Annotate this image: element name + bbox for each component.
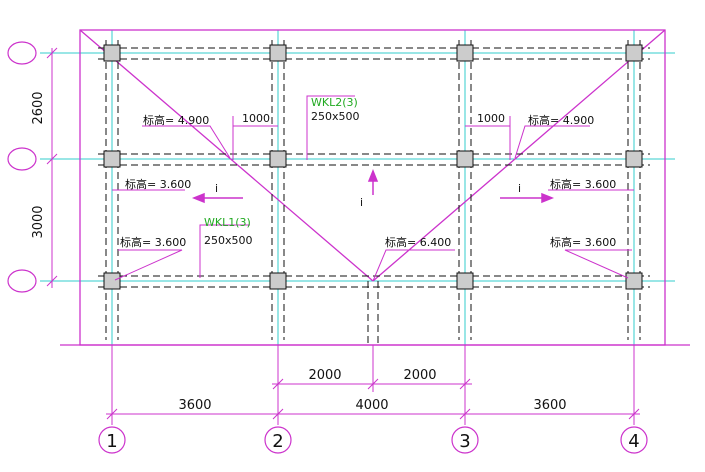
row-axis-circle-c: [7, 269, 37, 293]
slope-arrow-right-head: [541, 192, 555, 204]
axis-circle-3: [451, 426, 479, 454]
row-axis-markers: [7, 41, 37, 293]
column-c1: [103, 272, 121, 290]
axis-number-3: 3: [459, 431, 470, 452]
axis-number-4: 4: [628, 431, 639, 452]
leader-top-left: [142, 125, 231, 159]
offset-right-label: 1000: [477, 112, 505, 125]
elevation-top-right: 标高= 4.900: [528, 113, 594, 127]
axis-circle-4: [620, 426, 648, 454]
column-a2: [269, 44, 287, 62]
slope-arrow-center-head: [367, 168, 379, 182]
column-b1: [103, 150, 121, 168]
offset-left-label: 1000: [242, 112, 270, 125]
elevation-ridge: 标高= 6.400: [385, 235, 451, 249]
column-b2: [269, 150, 287, 168]
axis-number-2: 2: [272, 431, 283, 452]
dim-row-bottom: 3000: [31, 205, 46, 238]
vertical-dim-tick-c: [46, 275, 58, 287]
vertical-dim-tick-b: [46, 153, 58, 165]
offset-marks: [232, 116, 511, 160]
dim-bay-2: 4000: [355, 398, 388, 413]
slope-arrows: [191, 168, 555, 204]
elevation-mid-left: 标高= 3.600: [125, 177, 191, 191]
hip-line-right: [372, 29, 666, 282]
leader-wkl2: [306, 95, 355, 160]
hip-line-left: [79, 29, 374, 282]
dim-bay-3: 3600: [533, 398, 566, 413]
dim-bay-1: 3600: [178, 398, 211, 413]
grid-lines: [40, 30, 675, 345]
row-axis-circle-a: [7, 41, 37, 65]
elevation-low-right: 标高= 3.600: [550, 235, 616, 249]
tick-half-ridge: [367, 378, 379, 390]
beam-size-wkl1: 250x500: [204, 234, 253, 247]
column-c2: [269, 272, 287, 290]
dim-row-top: 2600: [31, 91, 46, 124]
axis-number-1: 1: [106, 431, 117, 452]
beam-label-wkl1: WKL1(3): [204, 216, 251, 229]
tick-bay-1: [106, 408, 118, 420]
elevation-top-left: 标高= 4.900: [143, 113, 209, 127]
tick-bay-3: [459, 408, 471, 420]
leader-low-left: [114, 249, 183, 281]
dim-half-left: 2000: [308, 368, 341, 383]
column-b4: [625, 150, 643, 168]
horizontal-dimensions: [106, 345, 640, 425]
axis-circle-2: [264, 426, 292, 454]
column-a4: [625, 44, 643, 62]
beams: [98, 40, 650, 345]
vertical-dim-tick-a: [46, 47, 58, 59]
roof-outline: [60, 29, 690, 346]
axis-circle-1: [98, 426, 126, 454]
column-a1: [103, 44, 121, 62]
column-axis-markers: [98, 426, 648, 454]
slope-mark-center: i: [360, 196, 363, 209]
tick-bay-2: [272, 408, 284, 420]
tick-half-2: [272, 378, 284, 390]
tick-half-3: [459, 378, 471, 390]
row-axis-circle-b: [7, 147, 37, 171]
slope-mark-right: i: [518, 182, 521, 195]
leader-wkl1: [199, 224, 250, 278]
leader-ridge: [372, 249, 455, 282]
leader-top-right: [514, 125, 590, 159]
beam-size-wkl2: 250x500: [311, 110, 360, 123]
column-b3: [456, 150, 474, 168]
elevation-mid-right: 标高= 3.600: [550, 177, 616, 191]
dim-half-right: 2000: [403, 368, 436, 383]
leader-low-right: [564, 249, 632, 279]
beam-label-wkl2: WKL2(3): [311, 96, 358, 109]
columns: [103, 44, 643, 290]
column-c4: [625, 272, 643, 290]
slope-mark-left: i: [215, 182, 218, 195]
column-a3: [456, 44, 474, 62]
vertical-dimensions: [46, 47, 58, 288]
elevation-low-left: 标高= 3.600: [120, 235, 186, 249]
elevation-leaders: [112, 95, 634, 282]
slope-arrow-left-head: [191, 192, 205, 204]
column-c3: [456, 272, 474, 290]
tick-bay-4: [628, 408, 640, 420]
